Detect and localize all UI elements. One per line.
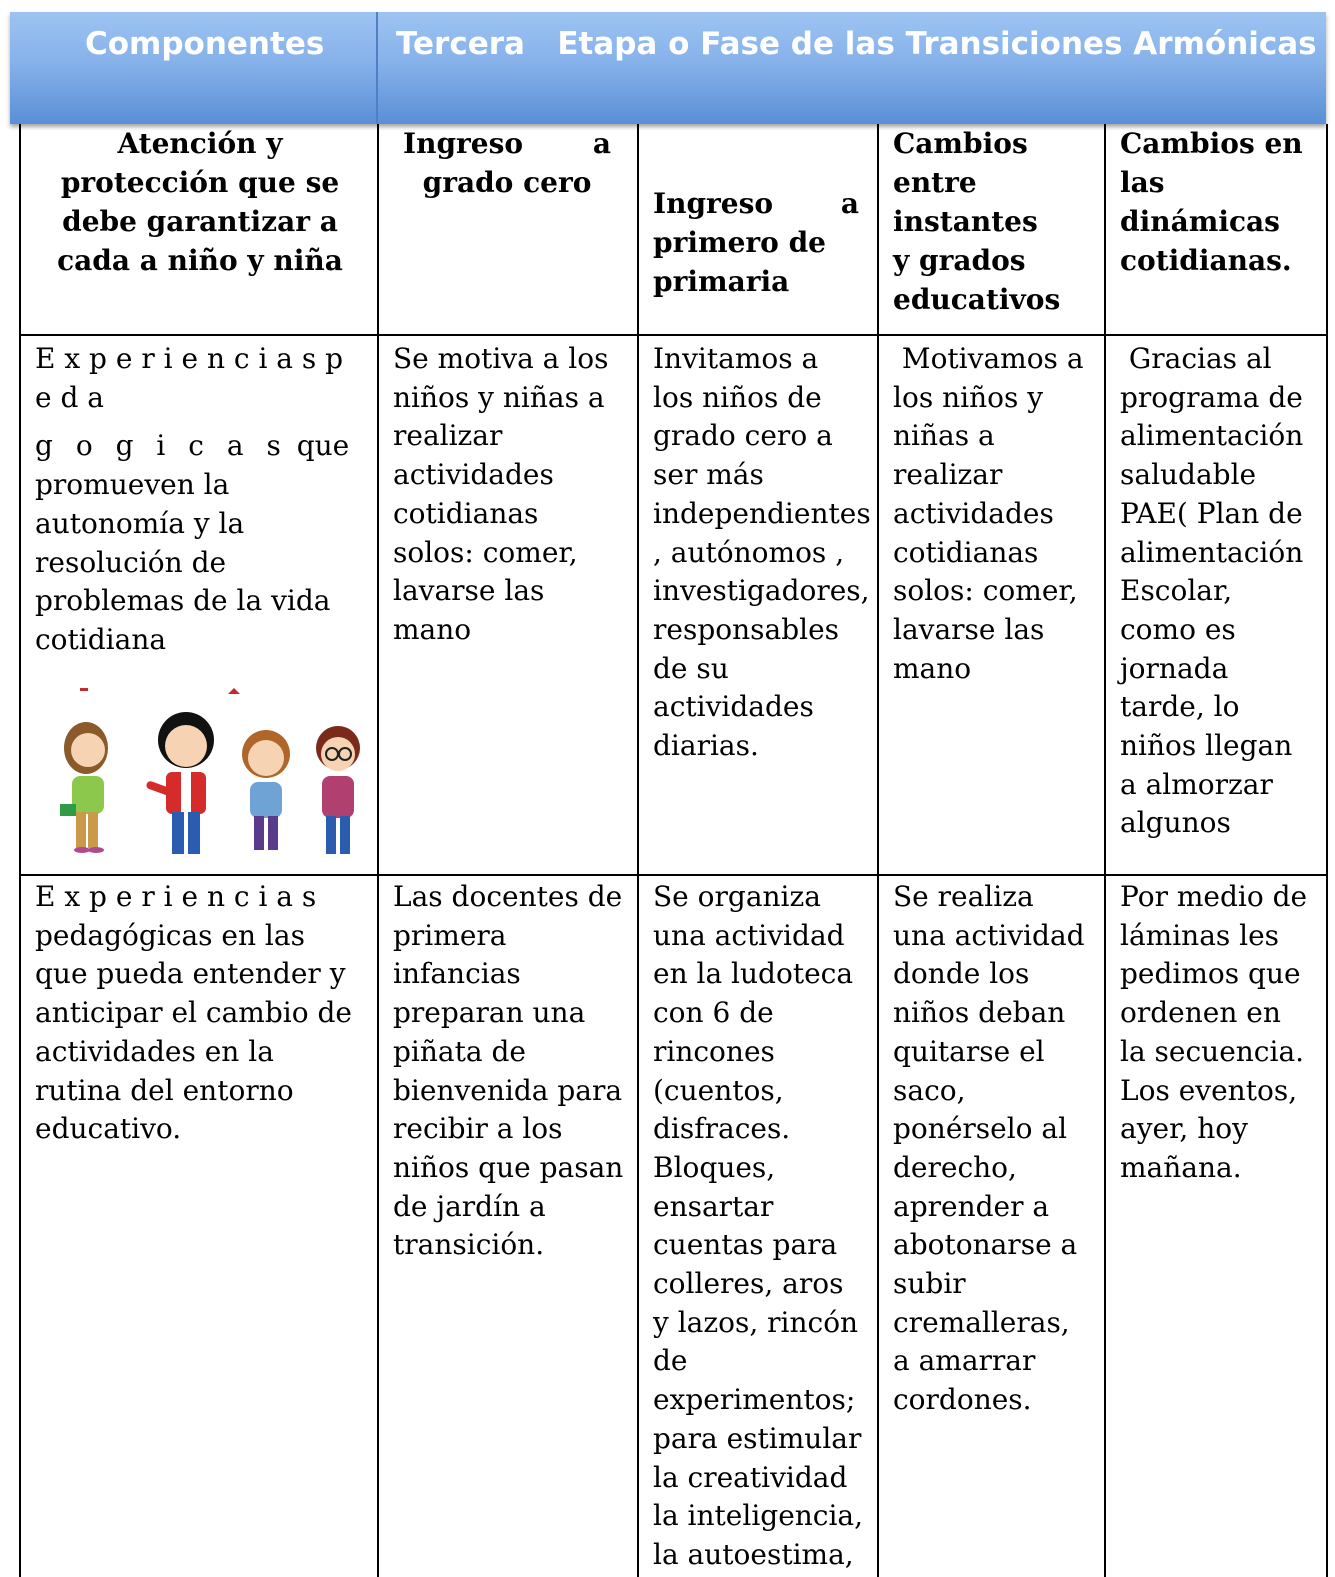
table-header-banner: Componentes Tercera Etapa o Fase de las … xyxy=(10,12,1326,124)
cell-text: E x p e r i e n c i a s xyxy=(35,880,317,913)
cell-text: Motivamos a los niños y niñas a realizar… xyxy=(893,342,1093,685)
header-text: a xyxy=(840,187,859,220)
cell-text: Invitamos a los niños de grado cero a se… xyxy=(653,342,871,763)
grid-line xyxy=(19,874,1328,876)
cell-text: g o g i c a s xyxy=(35,429,288,463)
cell-text: que xyxy=(287,429,350,463)
header-text: Cambios en las dinámicas cotidianas. xyxy=(1120,127,1303,277)
cell-text: promueven la autonomía y la resolución d… xyxy=(35,468,331,656)
grid-line xyxy=(877,124,879,1577)
grid-line xyxy=(19,124,21,1577)
row1-col2-cell: Se motiva a los niños y niñas a realizar… xyxy=(379,340,637,650)
row2-col4-cell: Se realiza una actividad donde los niños… xyxy=(879,878,1104,1420)
row2-col1-cell: E x p e r i e n c i a s pedagógicas en l… xyxy=(21,878,377,1149)
cell-text: Se organiza una actividad en la ludoteca… xyxy=(653,880,864,1571)
cell-text: pedagógicas en las que pueda entender y … xyxy=(35,918,352,1146)
cell-text: Las docentes de primera infancias prepar… xyxy=(393,880,624,1262)
header-text: grado cero xyxy=(422,166,592,199)
grid-line xyxy=(637,124,639,1577)
row1-col3-cell: Invitamos a los niños de grado cero a se… xyxy=(639,340,877,766)
grid-line xyxy=(1104,124,1106,1577)
header-text: Atención y protección que se debe garant… xyxy=(57,127,343,277)
banner-divider xyxy=(376,12,378,124)
grid-line xyxy=(1326,124,1328,1577)
header-cell-dynamics: Cambios en las dinámicas cotidianas. xyxy=(1106,124,1326,280)
header-text: Ingreso xyxy=(403,127,524,160)
child-figure xyxy=(242,730,290,850)
cell-text: Se realiza una actividad donde los niños… xyxy=(893,880,1085,1417)
cell-text: Se motiva a los niños y niñas a realizar… xyxy=(393,342,609,646)
cell-text: Por medio de láminas les pedimos que ord… xyxy=(1120,880,1308,1184)
grid-line xyxy=(377,124,379,1577)
child-figure xyxy=(316,726,360,854)
child-figure xyxy=(146,712,214,854)
row2-col5-cell: Por medio de láminas les pedimos que ord… xyxy=(1106,878,1326,1188)
header-cell-transitions: Cambios entre instantes y grados educati… xyxy=(879,124,1104,319)
cell-text: Gracias al programa de alimentación salu… xyxy=(1120,342,1313,840)
header-cell-attention: Atención y protección que se debe garant… xyxy=(21,124,377,280)
row1-col1-cell: E x p e r i e n c i a s p e d a g o g i … xyxy=(21,340,377,660)
header-text: Cambios entre instantes y grados educati… xyxy=(893,127,1061,316)
row2-col3-cell: Se organiza una actividad en la ludoteca… xyxy=(639,878,877,1575)
header-text: primero de primaria xyxy=(653,226,826,298)
row1-col4-cell: Motivamos a los niños y niñas a realizar… xyxy=(879,340,1104,688)
row2-col2-cell: Las docentes de primera infancias prepar… xyxy=(379,878,637,1265)
children-illustration xyxy=(60,688,360,854)
header-text: Ingreso xyxy=(653,187,774,220)
components-title: Componentes xyxy=(85,26,325,62)
header-cell-first-grade: Ingreso a primero de primaria xyxy=(639,184,877,301)
grid-line xyxy=(19,334,1328,336)
header-text: a xyxy=(592,127,611,160)
cell-text: E x p e r i e n c i a s p e d a xyxy=(35,342,344,414)
header-cell-grade-zero: Ingreso a grado cero xyxy=(379,124,637,202)
row1-col5-cell: Gracias al programa de alimentación salu… xyxy=(1106,340,1326,843)
stage-title: Tercera Etapa o Fase de las Transiciones… xyxy=(396,26,1317,62)
child-figure xyxy=(60,722,108,853)
